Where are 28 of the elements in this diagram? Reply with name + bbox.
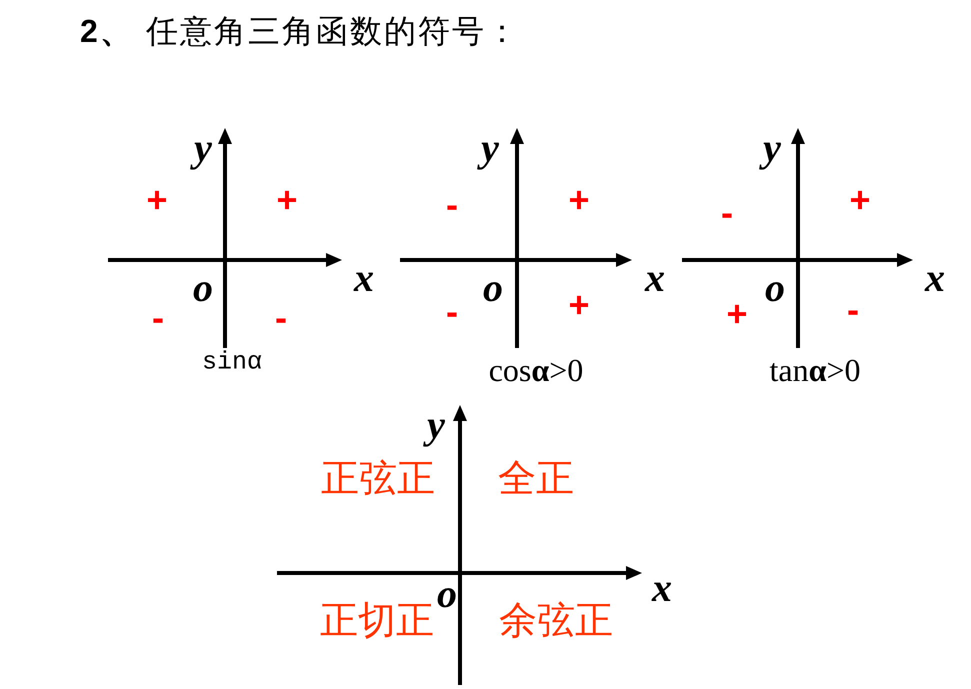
function-label: tanα>0 [770, 354, 860, 386]
sign-label: - [847, 292, 859, 328]
function-label: cosα>0 [488, 354, 584, 386]
origin-label: o [193, 268, 213, 308]
axis-label: x [925, 258, 945, 298]
sign-label: + [726, 296, 748, 332]
sign-label: - [152, 300, 164, 336]
origin-label: o [765, 268, 785, 308]
axis-label: x [645, 258, 665, 298]
sign-label: + [568, 287, 590, 323]
quadrant-label: 正弦正 [321, 459, 435, 497]
quadrant-label: 正切正 [320, 601, 434, 639]
sign-label: - [275, 300, 287, 336]
sign-label: + [568, 182, 590, 218]
origin-label: o [437, 574, 457, 614]
quadrant-label: 余弦正 [499, 601, 613, 639]
function-label: sinα [202, 350, 262, 374]
sign-label: + [849, 182, 871, 218]
sign-label: + [146, 182, 168, 218]
title: 2、 任意角三角函数的符号： [80, 12, 520, 50]
sign-label: - [446, 187, 458, 223]
origin-label: o [483, 268, 503, 308]
sign-label: - [446, 294, 458, 330]
sign-label: + [276, 182, 298, 218]
axis-label: x [354, 258, 374, 298]
quadrant-label: 全正 [498, 459, 574, 497]
axis-label: x [652, 568, 672, 608]
sign-label: - [721, 195, 733, 231]
